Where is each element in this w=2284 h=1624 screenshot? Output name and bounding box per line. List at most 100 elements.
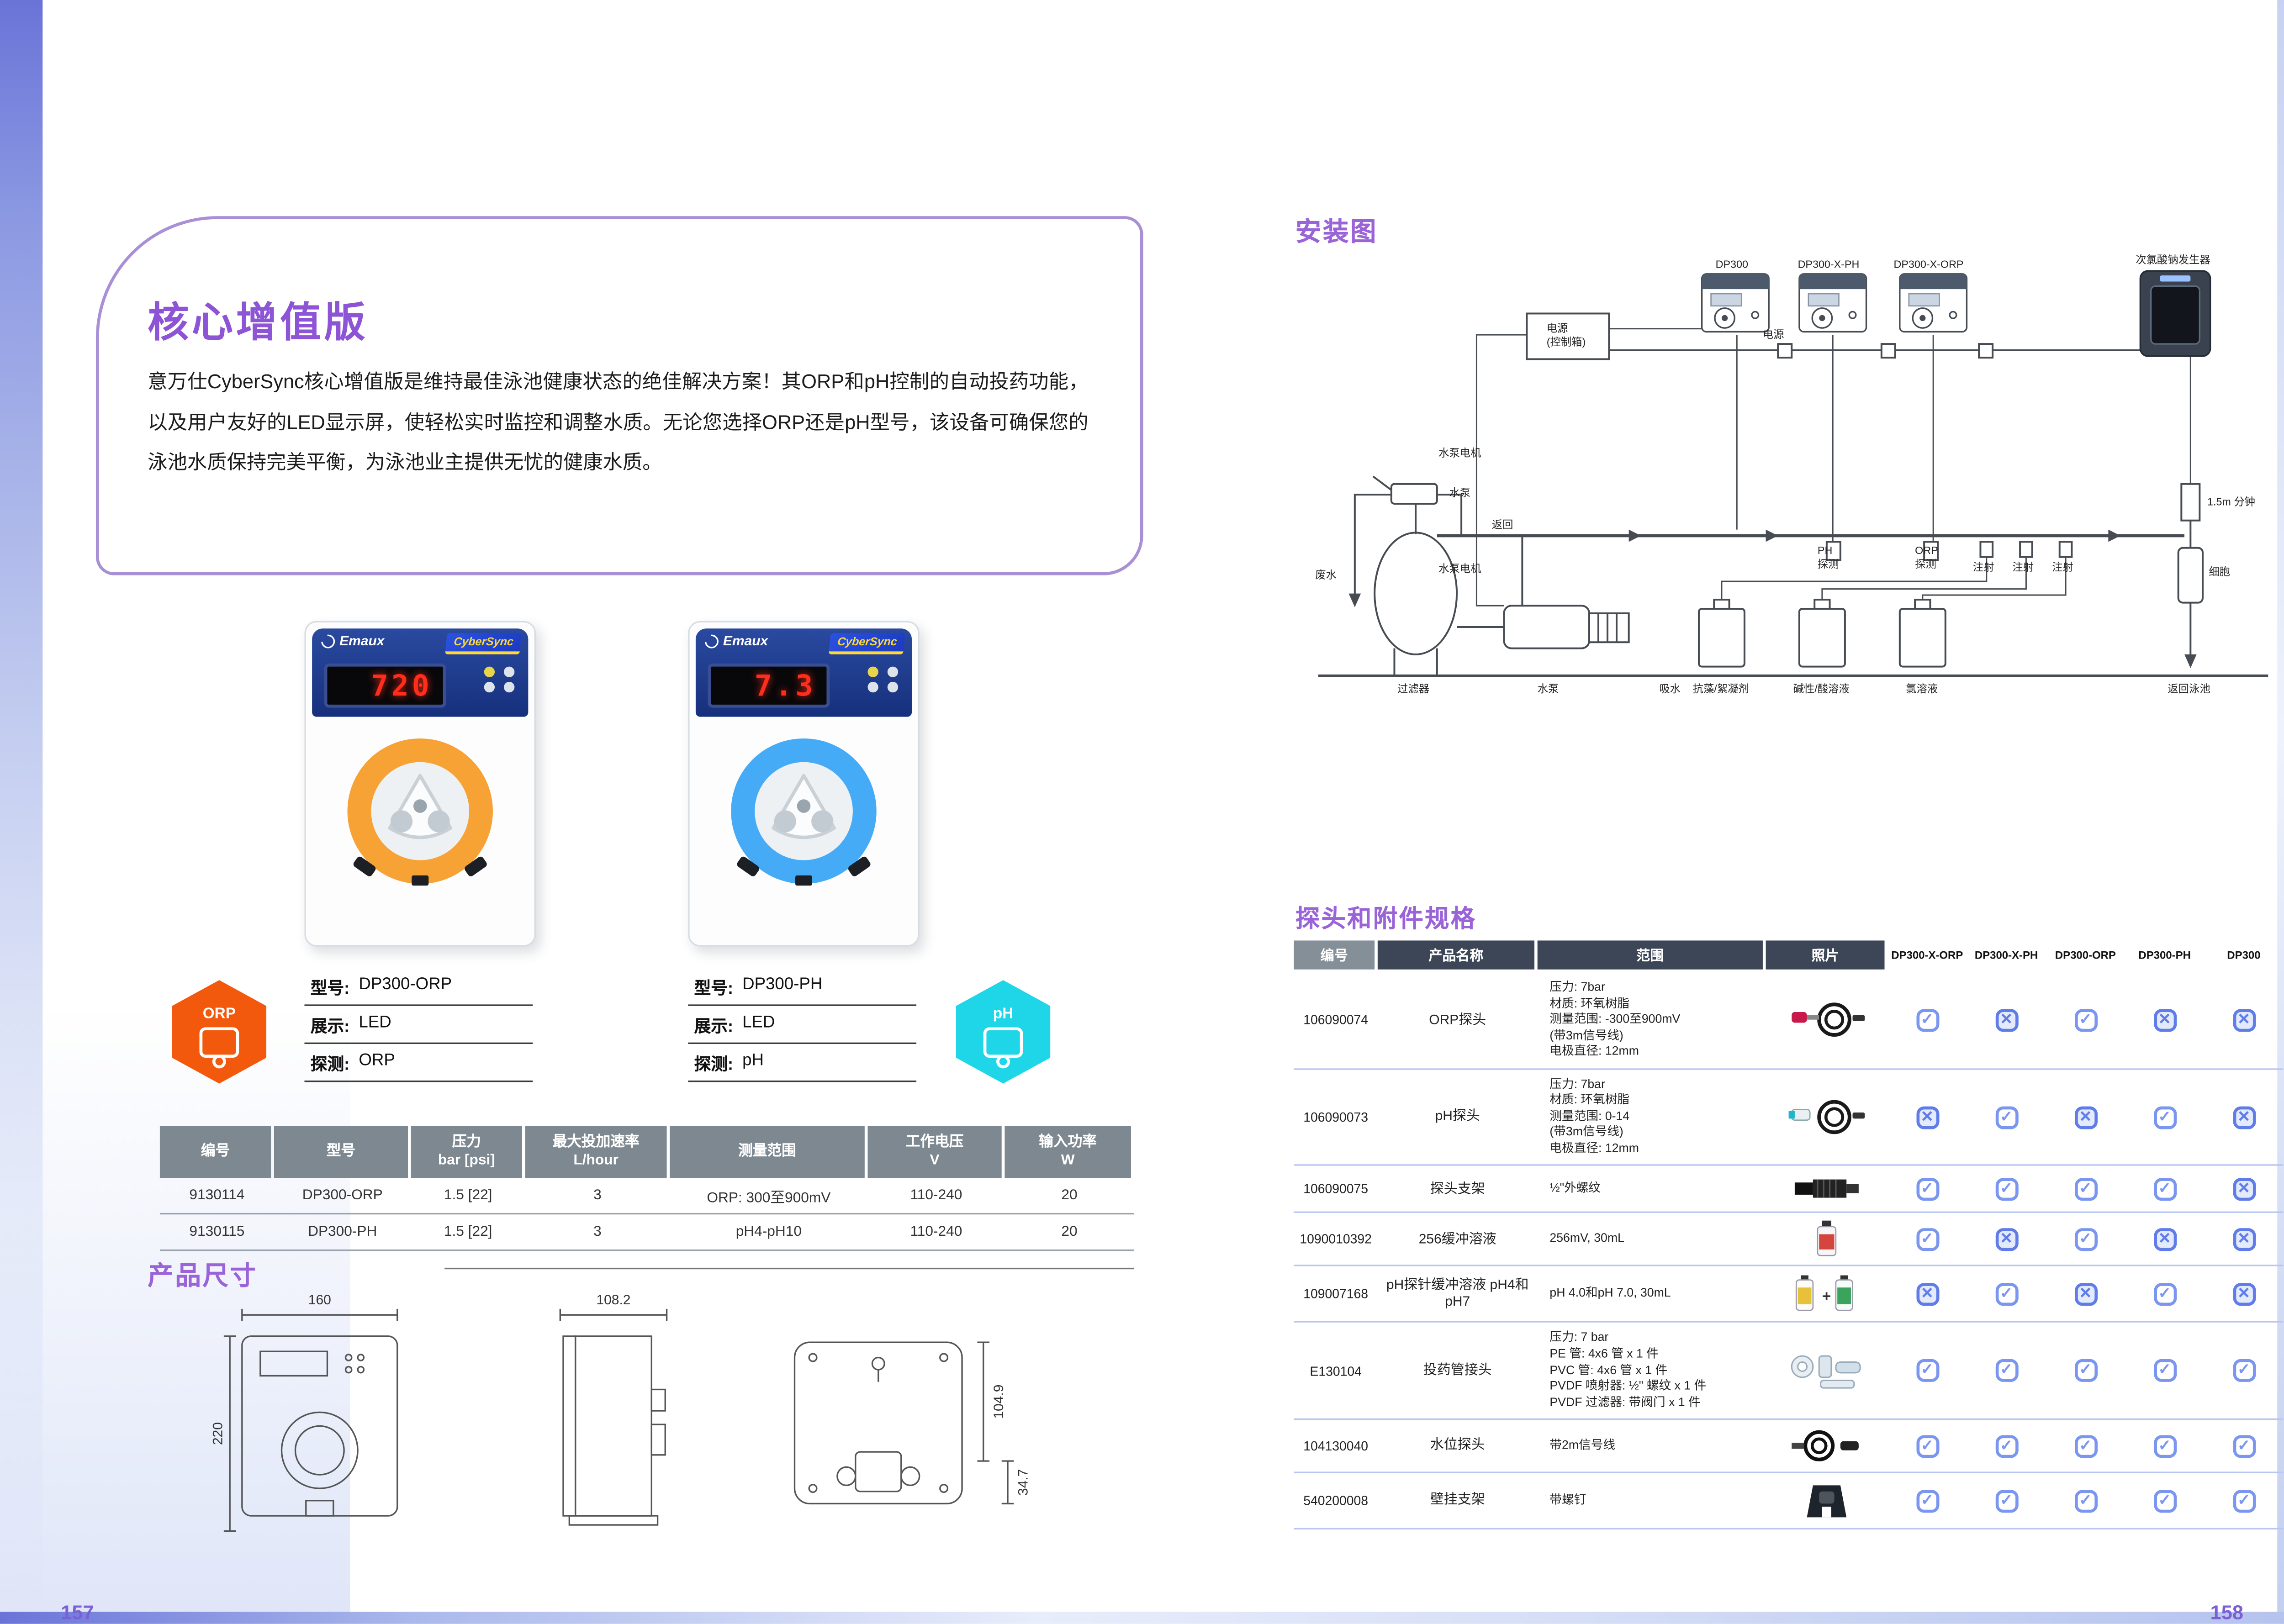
led-value: 720 <box>371 669 433 702</box>
tube-fittings-photo <box>1791 1355 1861 1389</box>
accessory-range: 带螺钉 <box>1549 1492 1586 1507</box>
diagram-pump-units <box>1701 270 2211 357</box>
cross-mark-icon: ✕ <box>1995 1008 2018 1032</box>
buffer-ph-photo: + <box>1795 1276 1853 1312</box>
check-mark-icon: ✓ <box>2074 1228 2097 1251</box>
check-mark-icon: ✓ <box>2153 1283 2176 1306</box>
install-diagram-art <box>1318 270 2268 677</box>
naclo-generator <box>2139 270 2211 357</box>
accessory-range: 256mV, 30mL <box>1549 1231 1624 1245</box>
spec-column-header: 测量范围 <box>670 1126 865 1178</box>
cybersync-badge: CyberSync <box>444 633 522 654</box>
accessory-photo <box>1766 1481 1888 1521</box>
diagram-label: 水泵电机 <box>1438 449 1481 460</box>
page-number-right: 158 <box>2210 1601 2243 1624</box>
cross-mark-icon: ✕ <box>1995 1228 2018 1251</box>
diagram-label: 电源 (控制箱) <box>1546 324 1586 349</box>
check-mark-icon: ✓ <box>1995 1106 2018 1129</box>
accessory-photo <box>1766 1351 1888 1391</box>
side-view-drawing <box>533 1306 715 1534</box>
cross-mark-icon: ✕ <box>1915 1106 1939 1129</box>
emaux-logo-icon <box>318 631 338 651</box>
accessory-photo: + <box>1766 1275 1888 1314</box>
model-column-header: DP300-X-ORP <box>1891 947 1963 961</box>
check-mark-icon: ✓ <box>2074 1489 2097 1513</box>
pump-head <box>731 738 877 886</box>
check-mark-icon: ✓ <box>2153 1434 2176 1458</box>
check-mark-icon: ✓ <box>2153 1489 2176 1513</box>
accessory-id: 106090074 <box>1303 1012 1369 1028</box>
accessory-name: ORP探头 <box>1429 1011 1486 1027</box>
dimensions-title: 产品尺寸 <box>148 1261 258 1291</box>
hex-label: ORP <box>202 1006 236 1023</box>
accessories-column-header: 产品名称 <box>1377 940 1535 970</box>
check-mark-icon: ✓ <box>1915 1359 1939 1382</box>
diagram-label: DP300-X-PH <box>1798 260 1860 271</box>
accessory-name: pH探针缓冲溶液 pH4和pH7 <box>1386 1276 1529 1310</box>
model-column-header: DP300-ORP <box>2055 947 2116 961</box>
accessory-id: 106090073 <box>1303 1109 1369 1125</box>
section-divider <box>444 1267 1134 1270</box>
accessory-photo <box>1766 1221 1888 1258</box>
probe-holder-photo <box>1794 1180 1859 1199</box>
led-value: 7.3 <box>754 669 816 702</box>
accessory-name: 256缓冲溶液 <box>1418 1230 1496 1246</box>
cross-mark-icon: ✕ <box>2153 1008 2176 1032</box>
diagram-label: 注射 <box>1972 563 1994 574</box>
diagram-label: 水泵电机 <box>1438 564 1481 575</box>
accessory-name: 探头支架 <box>1430 1180 1485 1196</box>
spec-row-probe: 探测:ORP <box>304 1044 533 1082</box>
product-image-dp300-ph: Emaux CyberSync 7.3 <box>688 621 920 947</box>
ph-probe-photo <box>1788 1100 1865 1134</box>
check-mark-icon: ✓ <box>1995 1283 2018 1306</box>
led-display: 720 <box>324 663 446 708</box>
hex-label: pH <box>993 1006 1014 1023</box>
product-specs-orp: 型号:DP300-ORP 展示:LED 探测:ORP <box>304 968 533 1082</box>
diagram-label: 注射 <box>2052 563 2073 574</box>
spec-row-probe: 探测:pH <box>688 1044 917 1082</box>
cross-mark-icon: ✕ <box>2232 1178 2255 1201</box>
dim-back-height: 104.9 <box>991 1384 1006 1419</box>
accessory-id: 109007168 <box>1303 1287 1369 1302</box>
pump-head <box>347 738 493 886</box>
accessory-range: 带2m信号线 <box>1549 1438 1616 1452</box>
dim-front-width: 160 <box>308 1292 331 1308</box>
level-probe-photo <box>1792 1430 1859 1462</box>
accessory-id: 104130040 <box>1303 1438 1369 1454</box>
control-buttons <box>484 666 518 693</box>
spec-row-model: 型号:DP300-PH <box>688 968 917 1006</box>
spec-column-header: 型号 <box>274 1126 408 1178</box>
pump-display-panel: Emaux CyberSync 720 <box>312 628 529 717</box>
bottom-left-wash <box>0 1003 350 1612</box>
check-mark-icon: ✓ <box>2074 1359 2097 1382</box>
diagram-label: 水泵 <box>1537 685 1559 696</box>
diagram-label: 次氯酸钠发生器 <box>2136 255 2210 267</box>
spec-row-model: 型号:DP300-ORP <box>304 968 533 1006</box>
dim-back-offset: 34.7 <box>1015 1469 1031 1496</box>
check-mark-icon: ✓ <box>1995 1489 2018 1513</box>
diagram-label: ORP 探测 <box>1915 546 1938 571</box>
install-diagram-title: 安装图 <box>1295 217 1378 247</box>
diagram-label: 废水 <box>1315 570 1337 581</box>
buffer-256-photo <box>1817 1221 1837 1257</box>
diagram-label: 返回 <box>1491 520 1513 532</box>
brand-text: Emaux <box>339 633 385 649</box>
page-title: 核心增值版 <box>148 300 369 346</box>
diagram-label: 氯溶液 <box>1906 685 1938 696</box>
accessory-id: 540200008 <box>1303 1493 1369 1509</box>
accessory-id: E130104 <box>1310 1363 1362 1379</box>
probe-glyph-icon <box>983 1027 1023 1058</box>
diagram-label: 吸水 <box>1659 685 1681 696</box>
